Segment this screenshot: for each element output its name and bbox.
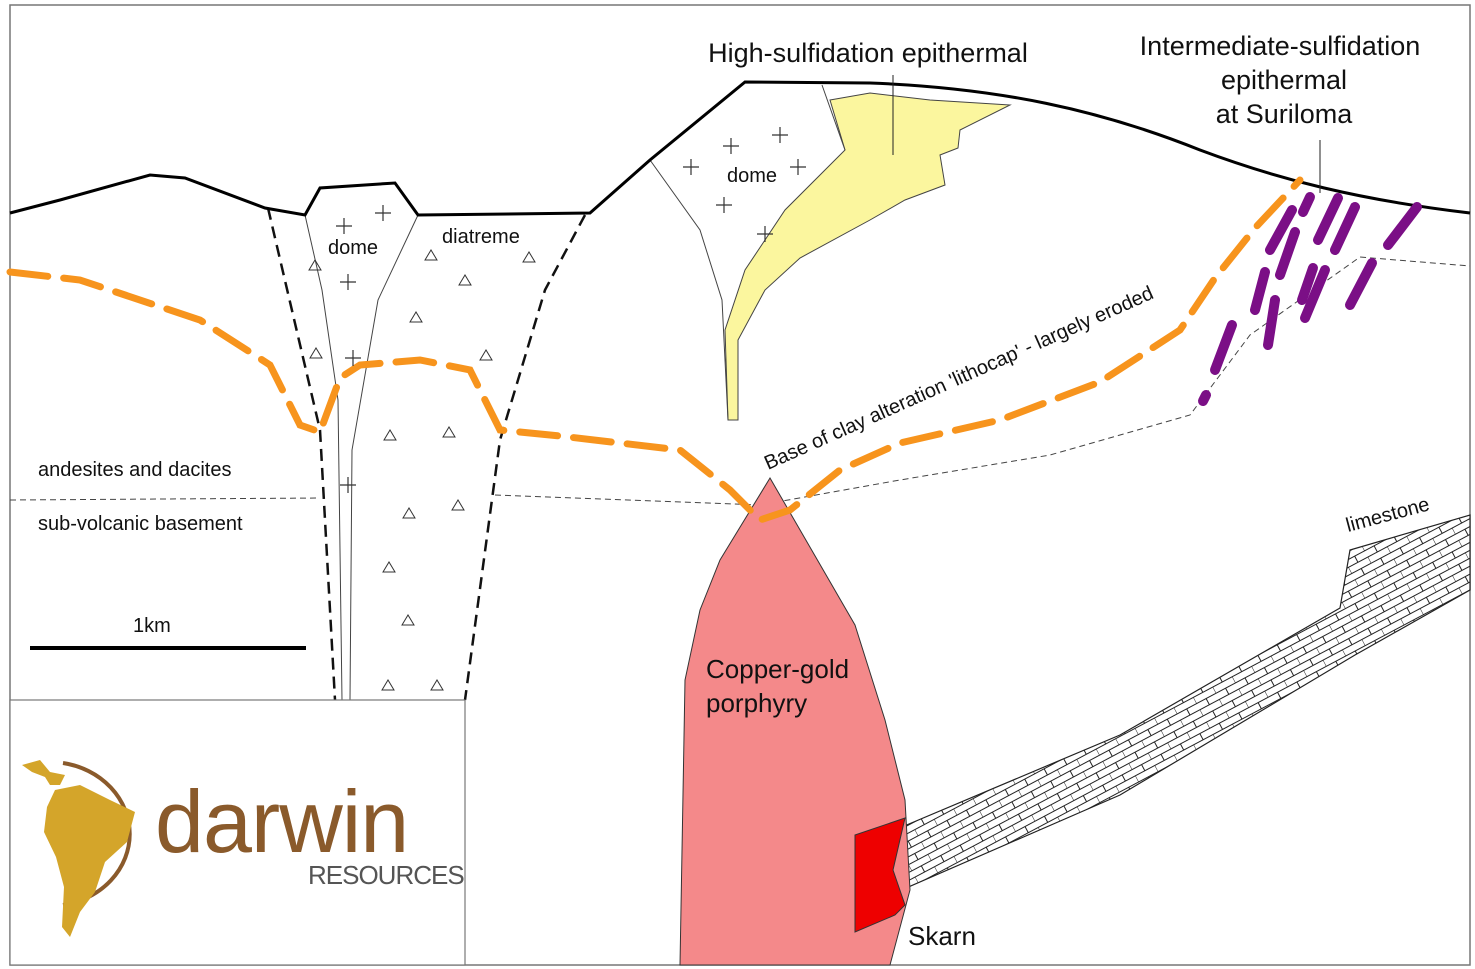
darwin-logo: darwin RESOURCES [9, 699, 466, 966]
label-dome-right: dome [727, 165, 777, 187]
label-diatreme: diatreme [442, 226, 520, 248]
label-intermediate-3: at Suriloma [1216, 99, 1354, 129]
label-basement: sub-volcanic basement [38, 513, 243, 535]
label-intermediate-1: Intermediate-sulfidation [1140, 31, 1421, 61]
lithocap-base-line [6, 176, 1304, 525]
label-porphyry-2: porphyry [706, 688, 807, 718]
limestone-unit [889, 514, 1471, 896]
label-skarn: Skarn [908, 921, 976, 951]
label-porphyry-1: Copper-gold [706, 654, 849, 684]
label-scale: 1km [133, 615, 171, 637]
logo-name: darwin [155, 772, 408, 871]
skarn-body [854, 817, 906, 933]
dome-right-outline [649, 159, 729, 421]
diatreme-margins [266, 207, 587, 701]
copper-gold-porphyry [679, 477, 911, 966]
breccia-symbols [308, 249, 536, 691]
label-dome-left: dome [328, 237, 378, 259]
south-america-icon [22, 760, 135, 937]
label-andesites: andesites and dacites [38, 459, 231, 481]
label-high-sulfidation: High-sulfidation epithermal [708, 38, 1028, 68]
topographic-surface [9, 80, 1471, 217]
intermediate-sulfidation-veins [1198, 192, 1422, 406]
dome-left-outline [304, 214, 419, 701]
intrusive-symbols [336, 127, 806, 493]
lithology-boundary [9, 256, 1471, 506]
logo-subtitle: RESOURCES [308, 860, 464, 890]
label-intermediate-2: epithermal [1221, 65, 1347, 95]
high-sulfidation-body [724, 92, 1012, 421]
